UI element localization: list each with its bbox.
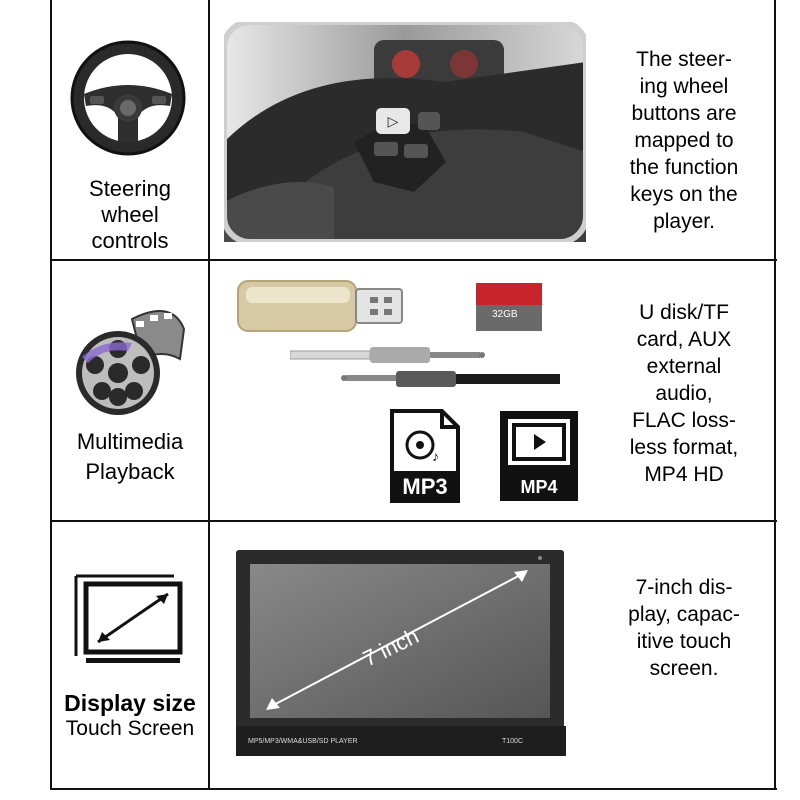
mp3-label: MP3 bbox=[402, 474, 447, 499]
feature-description-cell: 7-inch dis- play, capac- itive touch scr… bbox=[592, 522, 776, 788]
feature-description: U disk/TF card, AUX external audio, FLAC… bbox=[592, 299, 776, 488]
description-line: screen. bbox=[649, 657, 719, 680]
description-line: The steer- bbox=[636, 48, 732, 71]
description-line: buttons are bbox=[631, 102, 737, 125]
device-model: T100C bbox=[502, 738, 523, 745]
sd-card-label: 32GB bbox=[492, 309, 518, 320]
device-caption: MP5/MP3/WMA&USB/SD PLAYER bbox=[248, 738, 358, 745]
feature-label-cell: Steering wheel controls bbox=[52, 0, 208, 259]
label-line: wheel bbox=[101, 202, 159, 227]
feature-description-cell: U disk/TF card, AUX external audio, FLAC… bbox=[592, 261, 776, 520]
feature-label-subtitle: Touch Screen bbox=[65, 717, 195, 740]
feature-label: Multimedia Playback bbox=[52, 427, 208, 487]
description-line: itive touch bbox=[636, 630, 732, 653]
description-line: less format, bbox=[629, 436, 739, 459]
feature-row-display: Display size Touch Screen 7 inch MP5/MP3… bbox=[52, 522, 776, 788]
description-line: player. bbox=[653, 210, 715, 233]
grid-line-row2 bbox=[50, 520, 777, 522]
feature-description-cell: The steer- ing wheel buttons are mapped … bbox=[592, 0, 776, 259]
feature-label-cell: Display size Touch Screen bbox=[52, 522, 208, 788]
mp4-file-icon: MP4 bbox=[500, 411, 578, 501]
sd-card-icon: 32GB bbox=[476, 283, 542, 331]
mp3-file-icon: ♪ MP3 bbox=[390, 409, 460, 503]
description-line: the function bbox=[629, 156, 739, 179]
description-line: mapped to bbox=[634, 129, 734, 152]
grid-line-row1 bbox=[50, 259, 777, 261]
mp4-label: MP4 bbox=[520, 477, 557, 497]
feature-image-cell: 32GB ♪ MP3 bbox=[210, 261, 590, 520]
description-line: external bbox=[646, 355, 722, 378]
grid-line-mid bbox=[208, 0, 210, 790]
feature-description: 7-inch dis- play, capac- itive touch scr… bbox=[592, 574, 776, 682]
film-reel-icon bbox=[76, 310, 186, 415]
label-line: Multimedia bbox=[76, 429, 184, 454]
steering-wheel-icon bbox=[70, 40, 186, 156]
aux-cable-icon bbox=[290, 347, 560, 387]
description-line: MP4 HD bbox=[644, 463, 724, 486]
description-line: U disk/TF bbox=[639, 301, 729, 324]
description-line: ing wheel bbox=[639, 75, 729, 98]
svg-text:▷: ▷ bbox=[388, 113, 399, 129]
feature-label-cell: Multimedia Playback bbox=[52, 261, 208, 520]
description-line: card, AUX bbox=[636, 328, 732, 351]
feature-image-cell: ▷ bbox=[210, 0, 590, 259]
description-line: audio, bbox=[655, 382, 713, 405]
label-line: controls bbox=[91, 228, 169, 253]
description-line: 7-inch dis- bbox=[635, 576, 733, 599]
car-player-device: 7 inch MP5/MP3/WMA&USB/SD PLAYER T100C bbox=[236, 550, 566, 756]
description-line: keys on the bbox=[630, 183, 738, 206]
feature-image-cell: 7 inch MP5/MP3/WMA&USB/SD PLAYER T100C bbox=[210, 522, 590, 788]
label-line: Steering bbox=[89, 176, 171, 201]
feature-label: Steering wheel controls bbox=[52, 176, 208, 254]
grid-line-bottom bbox=[50, 788, 777, 790]
steering-photo: ▷ bbox=[224, 22, 586, 242]
feature-row-steering: Steering wheel controls ▷ bbox=[52, 0, 776, 259]
feature-label-title: Display size bbox=[64, 690, 196, 716]
description-line: FLAC loss- bbox=[632, 409, 736, 432]
grid-line-left bbox=[50, 0, 52, 790]
usb-drive-icon bbox=[237, 280, 403, 332]
display-size-icon bbox=[74, 574, 183, 663]
svg-text:♪: ♪ bbox=[432, 448, 439, 464]
feature-description: The steer- ing wheel buttons are mapped … bbox=[592, 46, 776, 235]
grid-line-right bbox=[774, 0, 776, 790]
feature-row-multimedia: Multimedia Playback 32GB bbox=[52, 261, 776, 520]
description-line: play, capac- bbox=[628, 603, 740, 626]
label-line: Playback bbox=[85, 459, 175, 484]
